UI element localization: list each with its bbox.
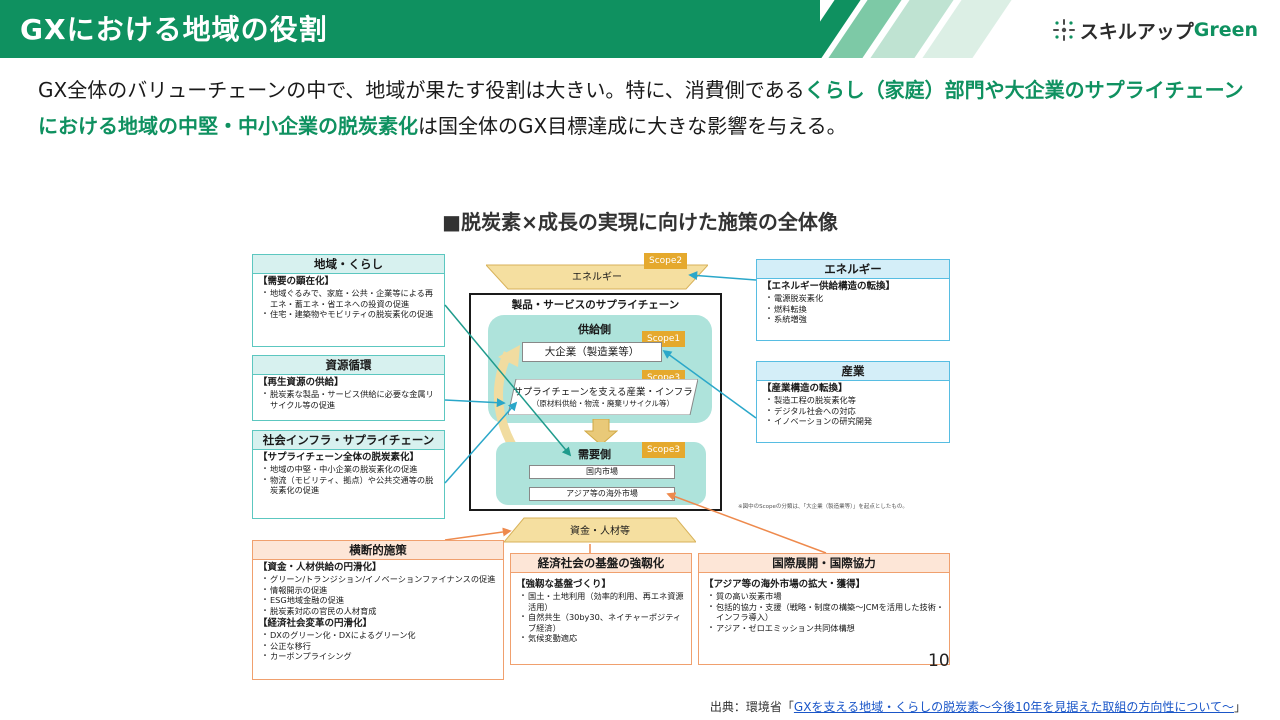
cross-policy-section-1: 【資金・人材供給の円滑化】 xyxy=(258,562,382,573)
sparkle-icon xyxy=(1052,19,1075,41)
source-prefix: 出典：環境省「 xyxy=(709,700,794,714)
industry-title: 産業 xyxy=(757,362,949,381)
list-item: 地域の中堅・中小企業の脱炭素化の促進 xyxy=(261,464,440,475)
industry-box: 産業 【産業構造の転換】 製造工程の脱炭素化等 デジタル社会への対応 イノベーシ… xyxy=(756,361,950,443)
region-living-box: 地域・くらし 【需要の顕在化】 地域ぐるみで、家庭・公共・企業等による再エネ・蓄… xyxy=(252,254,445,347)
lead-paragraph: GX全体のバリューチェーンの中で、地域が果たす役割は大きい。特に、消費側であるく… xyxy=(38,72,1248,144)
resource-circulation-list: 脱炭素な製品・サービス供給に必要な金属リサイクル等の促進 xyxy=(253,389,444,410)
energy-arrow xyxy=(486,264,708,290)
international-section: 【アジア等の海外市場の拡大・獲得】 xyxy=(704,579,866,590)
connector-lines xyxy=(444,271,827,554)
foundation-title: 経済社会の基盤の強靱化 xyxy=(511,554,691,573)
logo-green-text: Green xyxy=(1193,19,1258,41)
big-corp-box: 大企業（製造業等） xyxy=(522,342,662,362)
source-link[interactable]: GXを支える地域・くらしの脱炭素～今後10年を見据えた取組の方向性について～ xyxy=(793,700,1234,714)
source-citation: 出典：環境省「GXを支える地域・くらしの脱炭素～今後10年を見据えた取組の方向性… xyxy=(710,698,1246,715)
cross-policy-list-2: DXのグリーン化・DXによるグリーン化 公正な移行 カーボンプライシング xyxy=(253,630,503,662)
social-infra-box: 社会インフラ・サプライチェーン 【サプライチェーン全体の脱炭素化】 地域の中堅・… xyxy=(252,430,445,519)
social-infra-list: 地域の中堅・中小企業の脱炭素化の促進 物流（モビリティ、拠点）や公共交通等の脱炭… xyxy=(253,464,444,496)
list-item: 住宅・建築物やモビリティの脱炭素化の促進 xyxy=(261,309,440,320)
international-box: 国際展開・国際協力 【アジア等の海外市場の拡大・獲得】 質の高い炭素市場 包括的… xyxy=(698,553,950,665)
social-infra-section: 【サプライチェーン全体の脱炭素化】 xyxy=(258,452,420,463)
energy-section: 【エネルギー供給構造の転換】 xyxy=(762,281,896,292)
source-suffix: 」 xyxy=(1233,700,1246,714)
list-item: 自然共生（30by30、ネイチャーポジティブ経済） xyxy=(519,612,687,633)
header-green-band xyxy=(0,0,820,58)
international-title: 国際展開・国際協力 xyxy=(699,554,949,573)
foundation-section: 【強靱な基盤づくり】 xyxy=(516,579,612,590)
cross-policy-list-1: グリーン/トランジション/イノベーションファイナンスの促進 情報開示の促進 ES… xyxy=(253,574,503,616)
list-item: 地域ぐるみで、家庭・公共・企業等による再エネ・蓄エネ・省エネへの投資の促進 xyxy=(261,288,440,309)
page-number: 10 xyxy=(928,651,950,671)
region-living-title: 地域・くらし xyxy=(253,255,444,274)
foundation-box: 経済社会の基盤の強靱化 【強靱な基盤づくり】 国土・土地利用（効率的利用、再エネ… xyxy=(510,553,692,665)
list-item: 燃料転換 xyxy=(765,304,945,315)
energy-box: エネルギー 【エネルギー供給構造の転換】 電源脱炭素化 燃料転換 系統増強 xyxy=(756,259,950,341)
demand-side-label: 需要側 xyxy=(578,448,611,461)
list-item: 系統増強 xyxy=(765,314,945,325)
down-arrow xyxy=(584,419,618,445)
cross-policy-box: 横断的施策 【資金・人材供給の円滑化】 グリーン/トランジション/イノベーション… xyxy=(252,540,504,680)
lead-highlight: くらし（家庭）部門や大企業のサプライチェーンにおける地域の中堅・中小企業の脱炭素… xyxy=(38,78,1244,138)
resource-circulation-box: 資源循環 【再生資源の供給】 脱炭素な製品・サービス供給に必要な金属リサイクル等… xyxy=(252,355,445,421)
lead-text-1: GX全体のバリューチェーンの中で、地域が果たす役割は大きい。特に、消費側である xyxy=(38,78,805,102)
resource-circulation-title: 資源循環 xyxy=(253,356,444,375)
domestic-market-box: 国内市場 xyxy=(529,465,675,479)
list-item: イノベーションの研究開発 xyxy=(765,416,945,427)
list-item: 製造工程の脱炭素化等 xyxy=(765,395,945,406)
lead-text-2: は国全体のGX目標達成に大きな影響を与える。 xyxy=(418,114,847,138)
scope3-demand-tag: Scope3 xyxy=(642,442,686,458)
support-industry-label: サプライチェーンを支える産業・インフラ xyxy=(513,387,693,398)
list-item: カーボンプライシング xyxy=(261,651,499,662)
energy-arrow-label: エネルギー xyxy=(572,272,622,283)
figure-title: ■脱炭素×成長の実現に向けた施策の全体像 xyxy=(442,210,838,234)
list-item: グリーン/トランジション/イノベーションファイナンスの促進 xyxy=(261,574,499,585)
list-item: 電源脱炭素化 xyxy=(765,293,945,304)
scope-note: ※図中のScopeの分類は、「大企業（製造業等）」を起点としたもの。 xyxy=(738,504,908,510)
international-list: 質の高い炭素市場 包括的協力・支援（戦略・制度の構築～JCMを活用した技術・イン… xyxy=(699,591,949,633)
list-item: デジタル社会への対応 xyxy=(765,406,945,417)
social-infra-title: 社会インフラ・サプライチェーン xyxy=(253,431,444,450)
logo-text: スキルアップ xyxy=(1079,20,1194,43)
list-item: 質の高い炭素市場 xyxy=(707,591,945,602)
energy-list: 電源脱炭素化 燃料転換 系統増強 xyxy=(757,293,949,325)
supply-side-label: 供給側 xyxy=(578,323,611,336)
list-item: 情報開示の促進 xyxy=(261,585,499,596)
energy-title: エネルギー xyxy=(757,260,949,279)
list-item: 物流（モビリティ、拠点）や公共交通等の脱炭素化の促進 xyxy=(261,475,440,496)
policy-diagram: 地域・くらし 【需要の顕在化】 地域ぐるみで、家庭・公共・企業等による再エネ・蓄… xyxy=(248,243,968,685)
list-item: アジア・ゼロエミッション共同体構想 xyxy=(707,623,945,634)
resource-circulation-section: 【再生資源の供給】 xyxy=(258,377,344,388)
list-item: 脱炭素対応の官民の人材育成 xyxy=(261,606,499,617)
list-item: 脱炭素な製品・サービス供給に必要な金属リサイクル等の促進 xyxy=(261,389,440,410)
scope2-tag: Scope2 xyxy=(644,253,688,269)
list-item: DXのグリーン化・DXによるグリーン化 xyxy=(261,630,499,641)
cross-policy-title: 横断的施策 xyxy=(253,541,503,560)
industry-list: 製造工程の脱炭素化等 デジタル社会への対応 イノベーションの研究開発 xyxy=(757,395,949,427)
page-title: GXにおける地域の役割 xyxy=(20,13,328,46)
industry-section: 【産業構造の転換】 xyxy=(762,383,848,394)
region-living-list: 地域ぐるみで、家庭・公共・企業等による再エネ・蓄エネ・省エネへの投資の促進 住宅… xyxy=(253,288,444,320)
list-item: 国土・土地利用（効率的利用、再エネ資源活用） xyxy=(519,591,687,612)
list-item: 公正な移行 xyxy=(261,641,499,652)
funds-arrow-label: 資金・人材等 xyxy=(570,526,630,537)
region-living-section: 【需要の顕在化】 xyxy=(258,276,335,287)
supply-chain-title: 製品・サービスのサプライチェーン xyxy=(511,299,680,311)
foundation-list: 国土・土地利用（効率的利用、再エネ資源活用） 自然共生（30by30、ネイチャー… xyxy=(511,591,691,644)
cross-policy-section-2: 【経済社会変革の円滑化】 xyxy=(258,618,373,629)
support-industry-sub: （原材料供給・物流・廃棄リサイクル等） xyxy=(531,399,675,408)
list-item: ESG地域金融の促進 xyxy=(261,595,499,606)
list-item: 気候変動適応 xyxy=(519,633,687,644)
list-item: 包括的協力・支援（戦略・制度の構築～JCMを活用した技術・インフラ導入） xyxy=(707,602,945,623)
